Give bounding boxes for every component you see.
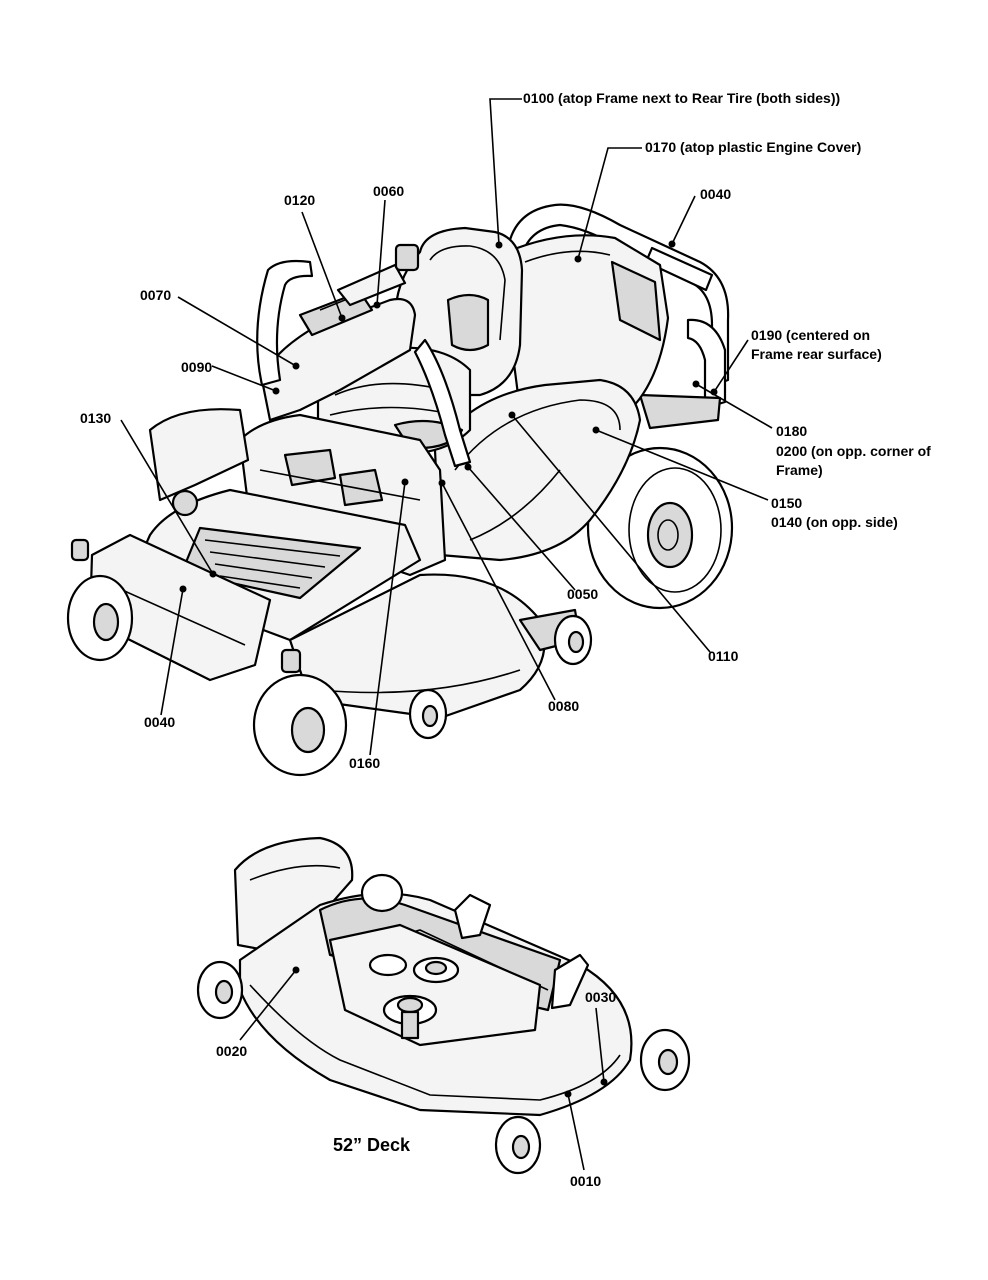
deck-caption: 52” Deck <box>333 1135 411 1155</box>
callout-0060: 0060 <box>373 183 405 199</box>
callout-0120: 0120 <box>284 192 316 208</box>
rear-fender <box>433 378 642 562</box>
deck-drawing <box>196 836 691 1175</box>
callout-0140: 0140 (on opp. side) <box>771 514 898 530</box>
front-frame-footrest <box>88 488 422 682</box>
deck-wheel-right <box>639 1028 691 1092</box>
deck-chute-cover <box>233 836 354 952</box>
callout-0070: 0070 <box>140 287 172 303</box>
callout-0200: 0200 (on opp. corner of Frame) <box>776 443 931 478</box>
leader-lines-top <box>120 98 773 756</box>
engine-cover <box>498 234 670 427</box>
callout-0130: 0130 <box>80 410 112 426</box>
callout-0090: 0090 <box>181 359 213 375</box>
deck-brackets <box>453 893 590 1010</box>
callout-0190: 0190 (centered on Frame rear surface) <box>751 327 882 362</box>
callout-0100: 0100 (atop Frame next to Rear Tire (both… <box>523 90 841 106</box>
front-right-caster <box>252 648 348 777</box>
front-left-caster <box>66 538 134 662</box>
deck-gauge-wheel-left <box>408 688 448 740</box>
callout-0170: 0170 (atop plastic Engine Cover) <box>645 139 862 155</box>
callout-0020: 0020 <box>216 1043 248 1059</box>
callout-0110: 0110 <box>708 648 739 664</box>
callout-0180: 0180 <box>776 423 808 439</box>
left-fender-console <box>260 243 420 422</box>
callout-0030: 0030 <box>585 989 617 1005</box>
deck-wheel-front <box>494 1115 542 1175</box>
callout-0010: 0010 <box>570 1173 602 1189</box>
left-steering-lever <box>256 259 314 387</box>
rear-right-tire <box>586 446 734 610</box>
callout-0160: 0160 <box>349 755 381 771</box>
left-side-chute <box>148 408 250 517</box>
deck-pulleys <box>368 953 460 1040</box>
callout-0040-bottom: 0040 <box>144 714 176 730</box>
callout-0040-top: 0040 <box>700 186 732 202</box>
rear-roll-bar <box>506 203 730 430</box>
deck-wheel-left-rear <box>196 960 244 1020</box>
callout-0050: 0050 <box>567 586 599 602</box>
mower-drawing <box>66 98 773 777</box>
callout-0150: 0150 <box>771 495 803 511</box>
deck-wheel-left-front <box>360 873 404 913</box>
right-steering-lever <box>413 338 472 468</box>
leader-lines-deck <box>239 969 605 1171</box>
deck-gauge-wheel-right <box>553 614 593 666</box>
callout-0080: 0080 <box>548 698 580 714</box>
